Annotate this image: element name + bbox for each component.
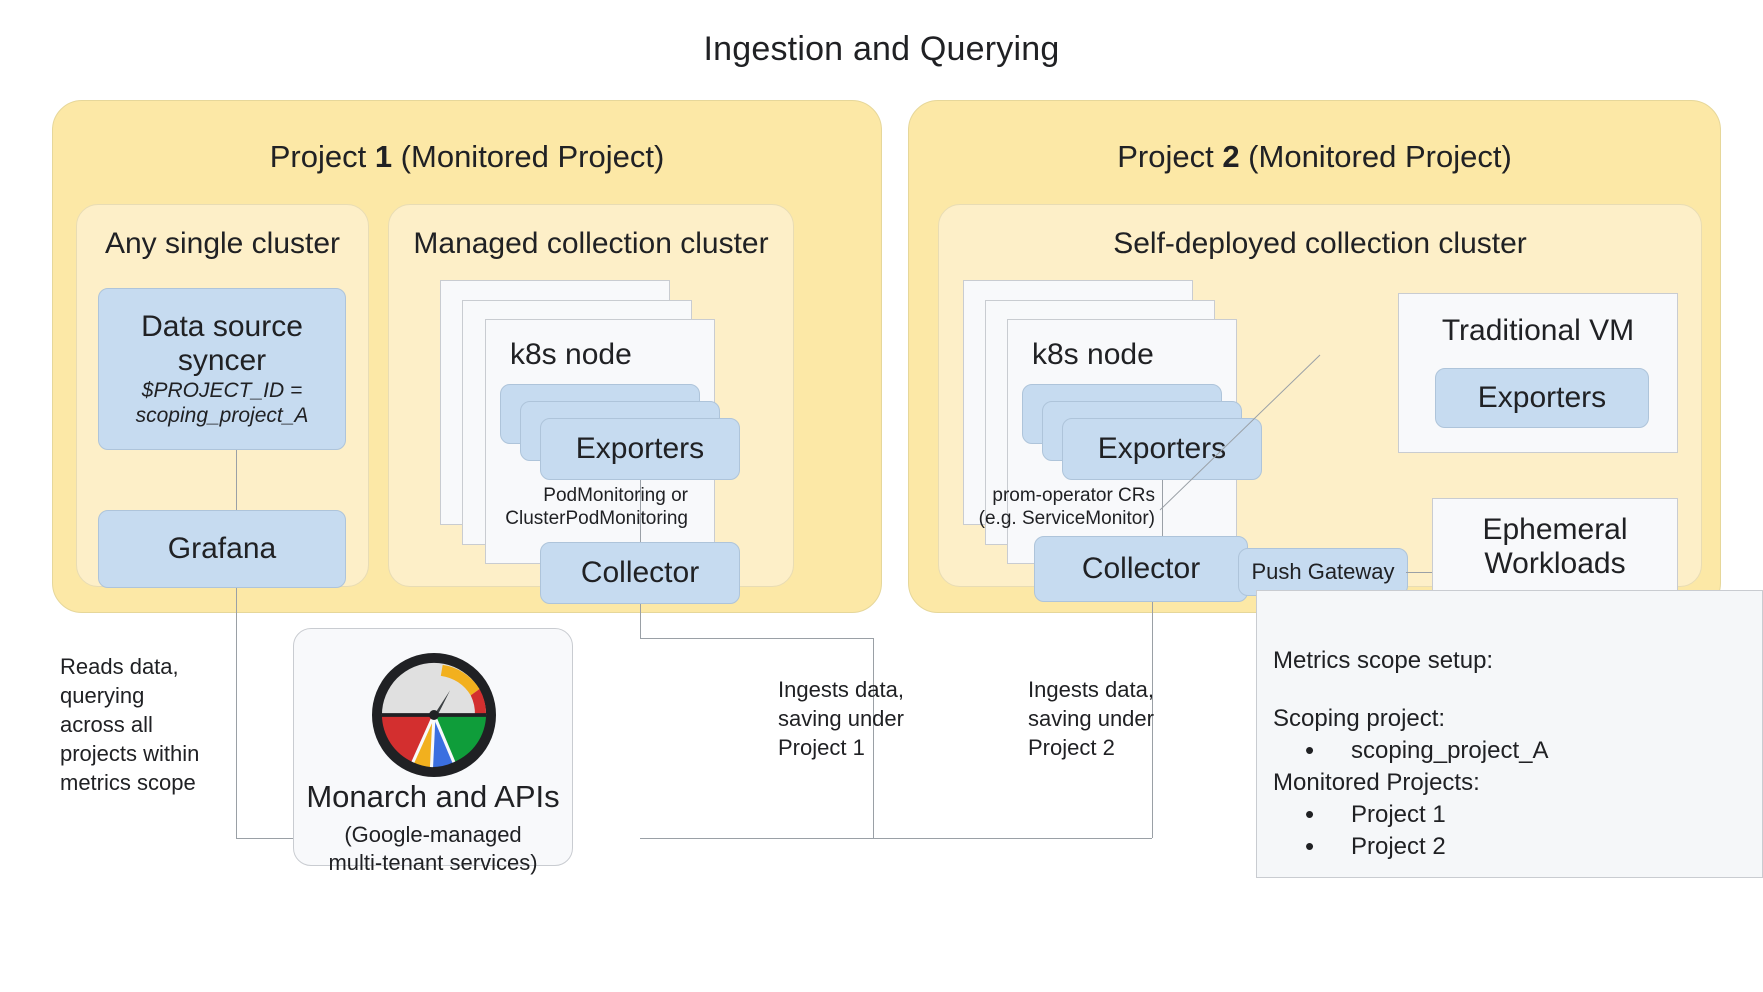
exporters-front-managed: Exporters bbox=[540, 418, 740, 480]
connector-collector1-to-monarch bbox=[640, 838, 873, 839]
page-title: Ingestion and Querying bbox=[703, 30, 1060, 68]
connector-vm-to-collector bbox=[1159, 354, 1321, 511]
connector-collector1-down bbox=[640, 604, 641, 638]
list-item: scoping_project_A bbox=[1273, 733, 1752, 767]
cluster-any-single-cluster-title: Any single cluster bbox=[104, 227, 341, 260]
traditional-vm-title: Traditional VM bbox=[1441, 314, 1635, 347]
connector-collector2-down bbox=[1152, 602, 1153, 838]
ephemeral-workloads-title: Ephemeral Workloads bbox=[1482, 513, 1628, 580]
legend-monitored-label: Monitored Projects: bbox=[1273, 768, 1480, 796]
project-2-title: Project 2 (Monitored Project) bbox=[1117, 139, 1512, 174]
box-grafana-label: Grafana bbox=[167, 532, 277, 566]
traditional-vm-exporters-label: Exporters bbox=[1477, 381, 1607, 415]
legend-scoping-list: scoping_project_A bbox=[1273, 733, 1752, 767]
edge-label-podmonitoring: PodMonitoring or ClusterPodMonitoring bbox=[505, 485, 688, 530]
box-data-source-syncer-env: $PROJECT_ID = scoping_project_A bbox=[135, 379, 309, 427]
connector-exporters-to-collector-managed bbox=[640, 480, 641, 542]
k8s-node-title-sd: k8s node bbox=[1032, 338, 1154, 371]
connector-grafana-to-monarch bbox=[236, 838, 332, 839]
edge-label-prom-operator-crs: prom-operator CRs (e.g. ServiceMonitor) bbox=[978, 485, 1155, 530]
cloud-monitoring-gauge-icon bbox=[372, 653, 496, 777]
ephemeral-workloads-panel: Ephemeral Workloads bbox=[1432, 498, 1678, 602]
collector-managed: Collector bbox=[540, 542, 740, 604]
connector-syncer-to-grafana bbox=[236, 450, 237, 510]
metrics-scope-legend: Metrics scope setup: Scoping project: sc… bbox=[1256, 590, 1763, 878]
collector-sd: Collector bbox=[1034, 536, 1248, 602]
traditional-vm-panel: Traditional VM Exporters bbox=[1398, 293, 1678, 453]
annotation-ingest-project-1: Ingests data, saving under Project 1 bbox=[778, 677, 904, 761]
legend-scoping-label: Scoping project: bbox=[1273, 704, 1446, 732]
push-gateway-label: Push Gateway bbox=[1251, 558, 1395, 584]
monarch-subtitle: (Google-managed multi-tenant services) bbox=[328, 822, 538, 875]
exporters-label-sd: Exporters bbox=[1097, 432, 1227, 466]
list-item: Project 1 bbox=[1273, 797, 1752, 831]
box-data-source-syncer-label: Data source syncer bbox=[141, 310, 303, 377]
legend-monitored-list: Project 1 Project 2 bbox=[1273, 797, 1752, 863]
push-gateway: Push Gateway bbox=[1238, 548, 1408, 596]
cluster-managed-collection-title: Managed collection cluster bbox=[413, 227, 769, 260]
k8s-node-title: k8s node bbox=[510, 338, 632, 371]
list-item: Project 2 bbox=[1273, 829, 1752, 863]
connector-collector2-to-monarch bbox=[873, 838, 1152, 839]
exporters-front-sd: Exporters bbox=[1062, 418, 1262, 480]
traditional-vm-exporters: Exporters bbox=[1435, 368, 1649, 428]
connector-collector1-right bbox=[640, 638, 873, 639]
cluster-self-deployed-title: Self-deployed collection cluster bbox=[1113, 227, 1527, 260]
monarch-and-apis-card: Monarch and APIs (Google-managed multi-t… bbox=[293, 628, 573, 875]
exporters-label-managed: Exporters bbox=[575, 432, 705, 466]
connector-exporters-to-collector-sd bbox=[1162, 480, 1163, 542]
box-data-source-syncer: Data source syncer $PROJECT_ID = scoping… bbox=[98, 288, 346, 450]
monarch-title: Monarch and APIs bbox=[306, 779, 560, 814]
annotation-ingest-project-2: Ingests data, saving under Project 2 bbox=[1028, 677, 1154, 761]
legend-spacer bbox=[1273, 677, 1752, 703]
connector-grafana-down bbox=[236, 588, 237, 838]
connector-pushgateway-to-ephemeral bbox=[1406, 572, 1436, 573]
annotation-reads-data: Reads data, querying across all projects… bbox=[60, 654, 200, 796]
box-grafana: Grafana bbox=[98, 510, 346, 588]
project-1-title: Project 1 (Monitored Project) bbox=[269, 139, 665, 174]
connector-collector1-down2 bbox=[873, 638, 874, 838]
collector-label-sd: Collector bbox=[1081, 552, 1201, 586]
collector-label-managed: Collector bbox=[580, 556, 700, 590]
legend-heading: Metrics scope setup: bbox=[1273, 647, 1494, 674]
